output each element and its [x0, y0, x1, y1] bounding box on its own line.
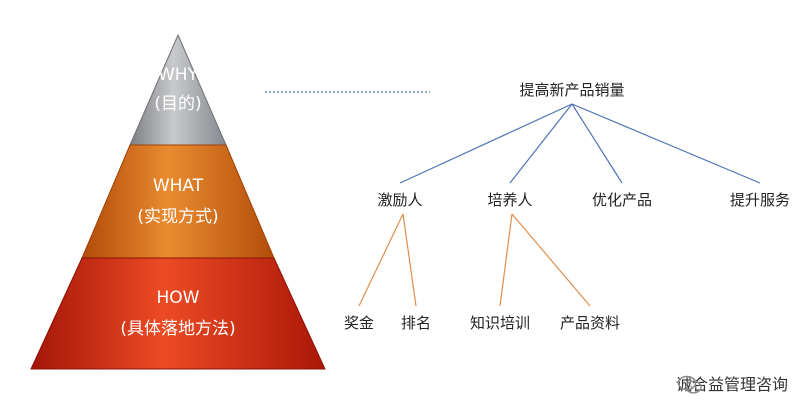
link-root-to-product [571, 103, 623, 184]
pyramid-level-3-subtitle: (具体落地方法) [120, 319, 235, 339]
tree-branch-product: 优化产品 [592, 191, 652, 209]
tree-leaf-ranking: 排名 [401, 314, 431, 332]
pyramid-level-2-subtitle: (实现方式) [137, 207, 218, 227]
link-incentive-to-ranking [402, 213, 417, 307]
link-root-to-incentive [399, 103, 573, 184]
pyramid-middle-level [81, 144, 275, 259]
tree-branch-service: 提升服务 [730, 191, 790, 209]
link-incentive-to-bonus [358, 213, 404, 307]
pyramid-level-3-title: HOW [157, 288, 200, 308]
link-training-to-knowledge [499, 213, 513, 307]
tree-leaf-product-materials: 产品资料 [560, 314, 620, 332]
tree-branch-training: 培养人 [487, 191, 532, 209]
pyramid-bottom-level [30, 257, 326, 370]
pyramid-level-1-subtitle: (目的) [154, 94, 201, 114]
watermark: 诚合益管理咨询 [676, 371, 788, 395]
link-training-to-materials [511, 213, 591, 307]
link-root-to-service [571, 103, 761, 184]
tree-root-label: 提高新产品销量 [519, 81, 624, 99]
watermark-text: 诚合益管理咨询 [675, 375, 788, 394]
pyramid-level-1-title: WHY [158, 65, 199, 85]
chat-bubble-icon [677, 375, 702, 394]
tree-leaf-knowledge-training: 知识培训 [470, 314, 530, 332]
pyramid-level-2-title: WHAT [153, 176, 204, 196]
pyramid-top-level [129, 33, 227, 146]
link-root-to-training [509, 103, 573, 184]
tree-branch-incentive: 激励人 [377, 191, 422, 209]
tree-leaf-bonus: 奖金 [344, 314, 374, 332]
